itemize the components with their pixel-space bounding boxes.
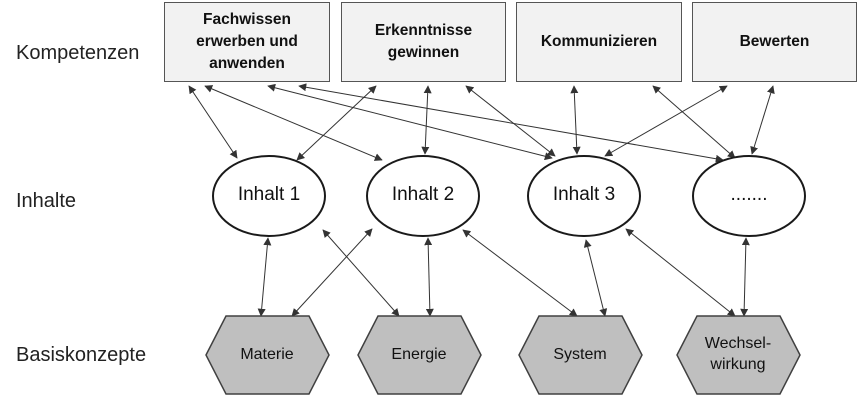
competence-label-line: erwerben und	[196, 33, 298, 50]
connector-arrow	[570, 85, 581, 155]
content-label-4: .......	[730, 184, 768, 205]
concept-hexagon-4	[676, 315, 801, 395]
content-ellipse-4	[692, 155, 806, 237]
connector-arrow	[740, 237, 750, 317]
competence-box-fachwissen: Fachwissen erwerben und anwenden	[164, 2, 330, 82]
connector-arrow	[625, 228, 736, 317]
concept-label-system: System	[530, 344, 630, 365]
connector-lines	[188, 83, 775, 317]
concept-label-wechselwirkung: Wechsel- wirkung	[688, 333, 788, 375]
connector-arrow	[424, 237, 434, 317]
competence-label-line: gewinnen	[387, 44, 460, 61]
content-ellipse-2	[366, 155, 480, 237]
connector-arrow	[462, 229, 578, 317]
concept-label-line: Energie	[391, 346, 447, 363]
competence-label-line: anwenden	[209, 55, 285, 72]
concept-hexagon-3	[518, 315, 643, 395]
connector-arrow	[750, 85, 775, 155]
competence-label-line: Kommunizieren	[540, 33, 658, 50]
concept-label-materie: Materie	[217, 344, 317, 365]
connector-arrow	[583, 239, 608, 317]
connector-arrow	[465, 85, 556, 157]
content-ellipse-1	[212, 155, 326, 237]
concept-label-line: wirkung	[710, 356, 766, 373]
competence-box-kommunizieren: Kommunizieren	[516, 2, 682, 82]
concept-label-line: Materie	[240, 346, 294, 363]
concept-label-energie: Energie	[369, 344, 469, 365]
concept-hexagons	[205, 315, 801, 395]
competence-box-bewerten: Bewerten	[692, 2, 857, 82]
row-label-inhalte: Inhalte	[16, 190, 77, 212]
connector-arrow	[322, 229, 400, 317]
content-label-3: Inhalt 3	[552, 184, 616, 205]
connector-arrow	[204, 85, 383, 161]
competence-label-line: Fachwissen	[203, 11, 291, 28]
concept-label-line: System	[553, 346, 607, 363]
competence-box-erkenntnisse: Erkenntnisse gewinnen	[341, 2, 506, 82]
row-label-basiskonzepte: Basiskonzepte	[16, 344, 147, 366]
connector-arrow	[421, 85, 432, 155]
row-label-kompetenzen: Kompetenzen	[16, 42, 140, 64]
concept-hexagon-2	[357, 315, 482, 395]
competence-label-line: Erkenntnisse	[374, 22, 473, 39]
content-label-1: Inhalt 1	[237, 184, 301, 205]
competence-label-line: Bewerten	[739, 33, 810, 50]
concept-label-line: Wechsel-	[704, 335, 772, 352]
connector-arrow	[652, 85, 736, 159]
connector-arrow	[604, 85, 728, 157]
connector-arrow	[296, 85, 377, 161]
connector-arrow	[257, 237, 272, 317]
content-ellipse-3	[527, 155, 641, 237]
connector-arrow	[291, 228, 373, 317]
content-ellipses	[212, 155, 806, 237]
content-label-2: Inhalt 2	[391, 184, 455, 205]
concept-hexagon-1	[205, 315, 330, 395]
connector-arrow	[298, 83, 724, 163]
